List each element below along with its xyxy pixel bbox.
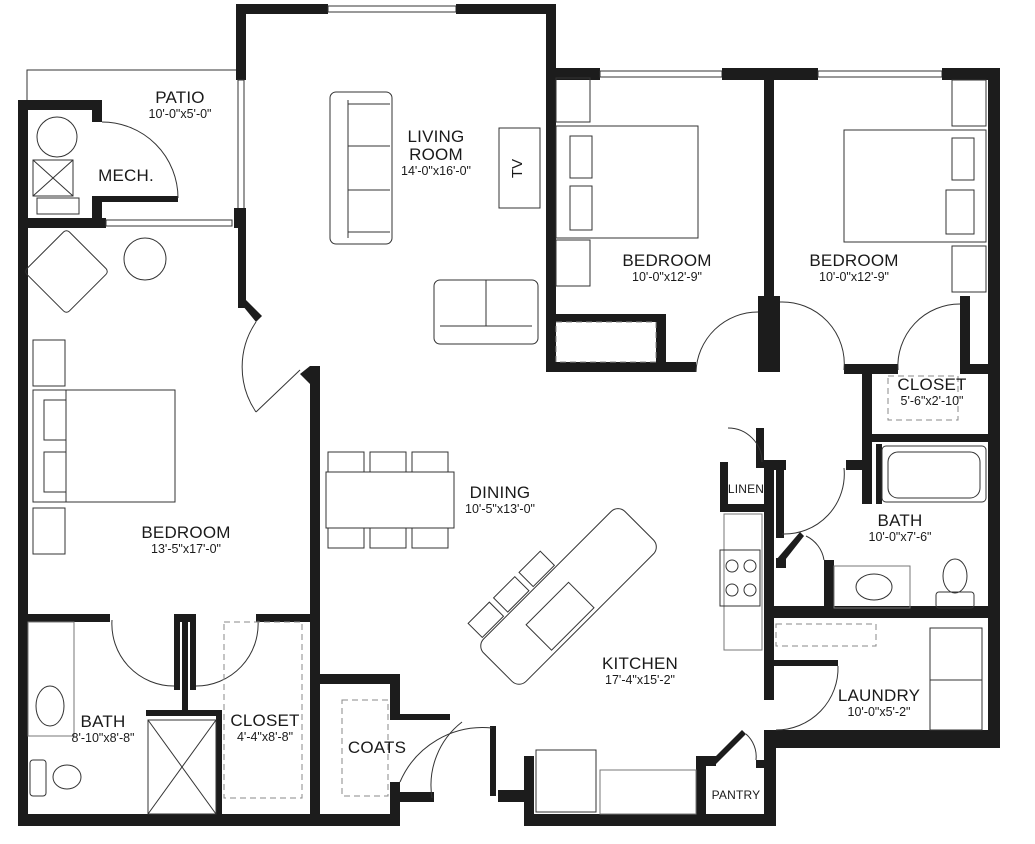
room-name: PATIO bbox=[155, 88, 205, 107]
room-name: DINING bbox=[469, 483, 531, 502]
room-label-mech: MECH. bbox=[98, 167, 154, 185]
room-dimensions: 10'-5"x13'-0" bbox=[465, 501, 535, 516]
room-dimensions: 14'-0"x16'-0" bbox=[401, 163, 471, 178]
room-dimensions: 10'-0"x12'-9" bbox=[632, 269, 702, 284]
room-name-line2: ROOM bbox=[409, 144, 463, 164]
room-dimensions: 5'-6"x2'-10" bbox=[900, 393, 964, 408]
room-label-bath-2: BATH 10'-0"x7'-6" bbox=[869, 512, 932, 544]
room-label-bedroom-3: BEDROOM 10'-0"x12'-9" bbox=[809, 252, 898, 284]
room-name: BATH bbox=[877, 511, 923, 530]
room-label-bedroom-1: BEDROOM 13'-5"x17'-0" bbox=[141, 524, 230, 556]
room-dimensions: 8'-10"x8'-8" bbox=[71, 730, 135, 745]
room-name: BEDROOM bbox=[809, 251, 899, 270]
room-name: PANTRY bbox=[711, 788, 761, 802]
room-name: LAUNDRY bbox=[837, 686, 921, 705]
room-label-laundry: LAUNDRY 10'-0"x5'-2" bbox=[838, 687, 920, 719]
room-name: BEDROOM bbox=[141, 523, 231, 542]
furniture bbox=[25, 77, 987, 815]
room-dimensions: 10'-0"x7'-6" bbox=[868, 529, 932, 544]
room-label-bath-1: BATH 8'-10"x8'-8" bbox=[72, 713, 135, 745]
room-label-dining: DINING 10'-5"x13'-0" bbox=[465, 484, 535, 516]
room-label-closet-bedroom-3: CLOSET 5'-6"x2'-10" bbox=[897, 376, 966, 408]
room-name: MECH. bbox=[98, 166, 154, 185]
room-name-line1: LIVING bbox=[407, 127, 465, 146]
room-dimensions: 17'-4"x15'-2" bbox=[605, 672, 675, 687]
room-dimensions: 10'-0"x5'-0" bbox=[148, 106, 212, 121]
tv-label: TV bbox=[509, 158, 527, 179]
room-label-linen: LINEN bbox=[728, 483, 764, 496]
room-dimensions: 13'-5"x17'-0" bbox=[151, 541, 221, 556]
room-label-closet-bedroom-1: CLOSET 4'-4"x8'-8" bbox=[230, 712, 299, 744]
room-dimensions: 10'-0"x5'-2" bbox=[847, 704, 911, 719]
room-name: CLOSET bbox=[230, 711, 300, 730]
room-name: LINEN bbox=[727, 482, 765, 496]
room-name: CLOSET bbox=[897, 375, 967, 394]
room-name: KITCHEN bbox=[601, 654, 679, 673]
room-name: BEDROOM bbox=[622, 251, 712, 270]
door-swings bbox=[101, 121, 961, 799]
room-dimensions: 10'-0"x12'-9" bbox=[819, 269, 889, 284]
room-label-coats: COATS bbox=[348, 739, 406, 757]
room-label-living-room: LIVING ROOM 14'-0"x16'-0" bbox=[401, 128, 471, 178]
room-dimensions: 4'-4"x8'-8" bbox=[236, 729, 294, 744]
room-label-bedroom-2: BEDROOM 10'-0"x12'-9" bbox=[622, 252, 711, 284]
room-label-kitchen: KITCHEN 17'-4"x15'-2" bbox=[602, 655, 678, 687]
walls bbox=[18, 4, 1000, 826]
room-name: BATH bbox=[80, 712, 126, 731]
room-label-patio: PATIO 10'-0"x5'-0" bbox=[149, 89, 212, 121]
patio-outline bbox=[26, 69, 240, 103]
room-label-pantry: PANTRY bbox=[712, 789, 761, 802]
room-name: COATS bbox=[347, 738, 407, 757]
